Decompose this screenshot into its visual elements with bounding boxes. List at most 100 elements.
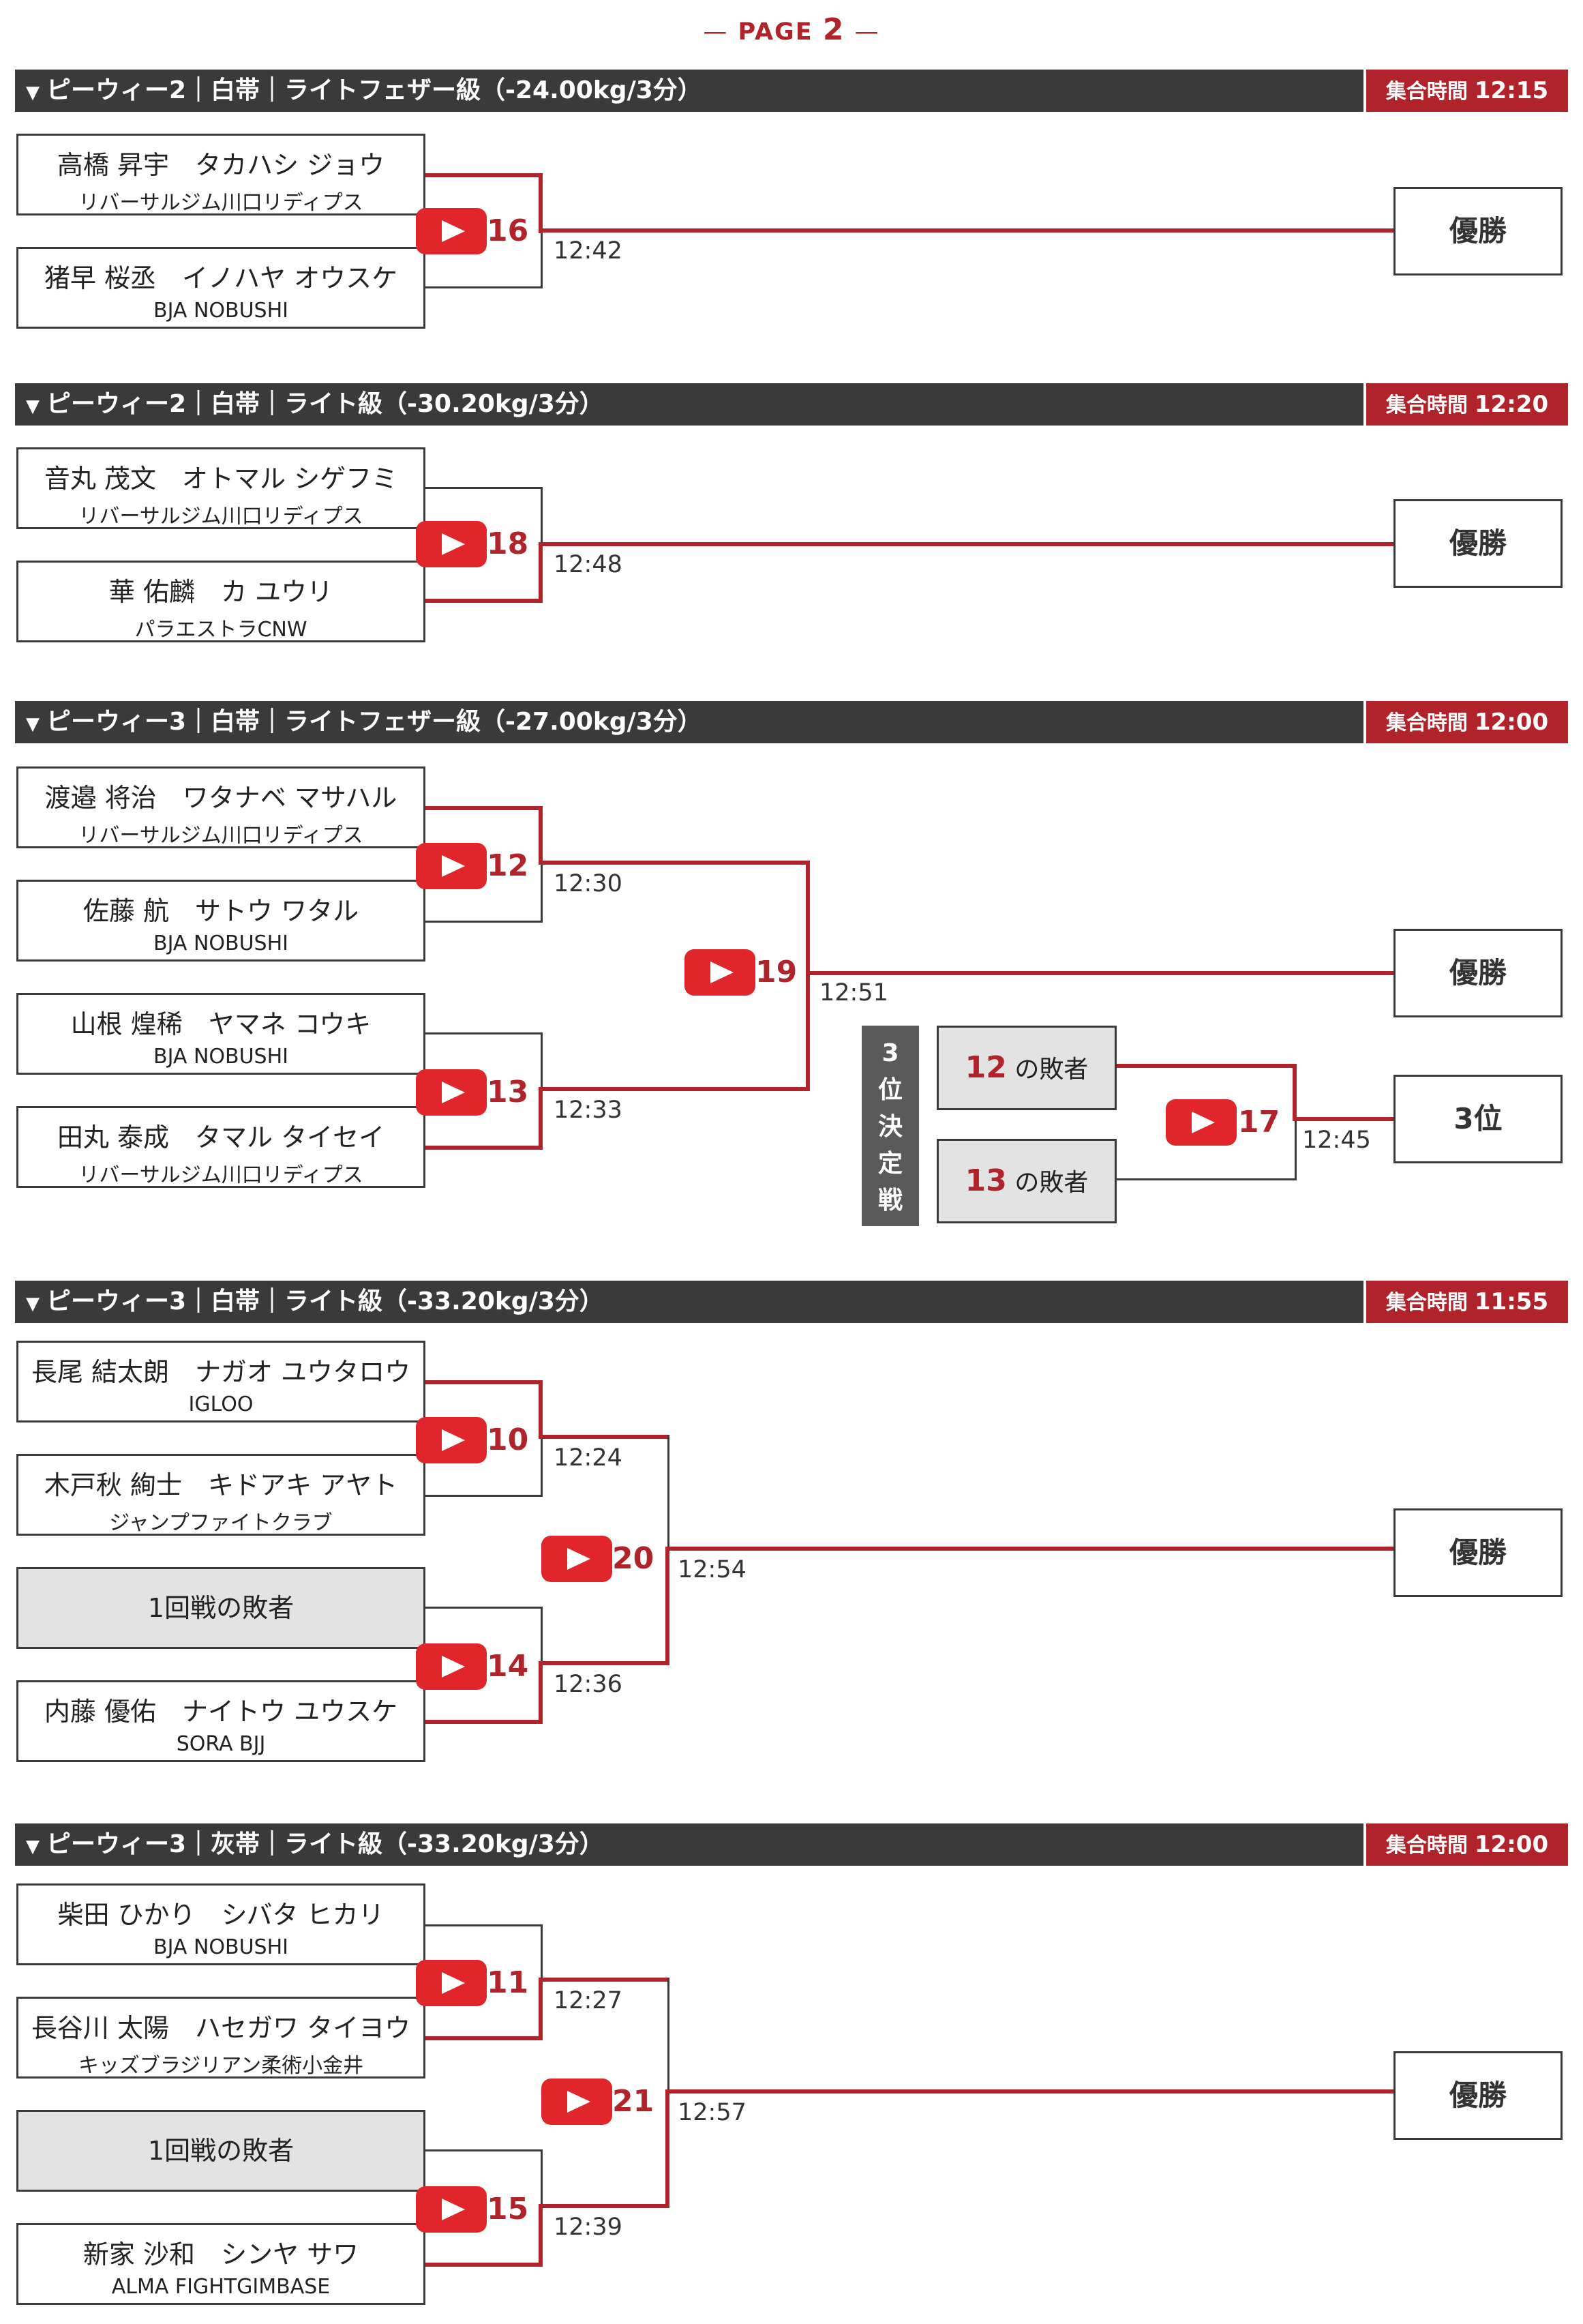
player-name: 新家 沙和 シンヤ サワ <box>82 2239 359 2269</box>
match-number: 11 <box>487 1965 529 2000</box>
player-team: BJA NOBUSHI <box>153 1045 288 1069</box>
video-play-icon[interactable] <box>416 208 487 254</box>
match-number: 12 <box>487 848 529 883</box>
player-box: 長尾 結太朗 ナガオ ユウタロウ IGLOO <box>16 1341 425 1422</box>
bracket-line <box>667 1435 669 1551</box>
section-title: ▼ピーウィー3｜白帯｜ライト級（-33.20kg/3分） <box>26 1281 604 1323</box>
player-name: 長谷川 太陽 ハセガワ タイヨウ <box>31 2013 411 2043</box>
bracket-line <box>539 1661 543 1724</box>
page-label-suffix: — <box>854 18 880 46</box>
loser-label: の敗者 <box>1006 1056 1089 1084</box>
match-number: 20 <box>612 1541 654 1576</box>
section-title: ▼ピーウィー3｜灰帯｜ライト級（-33.20kg/3分） <box>26 1823 604 1866</box>
player-box: 渡邉 将治 ワタナベ マサハル リバーサルジム川口リディプス <box>16 766 425 848</box>
video-play-icon[interactable] <box>416 1643 487 1690</box>
page-label-prefix: — <box>703 18 729 46</box>
video-play-icon[interactable] <box>416 2186 487 2233</box>
section-title: ▼ピーウィー2｜白帯｜ライト級（-30.20kg/3分） <box>26 383 604 426</box>
bracket-line <box>806 971 810 1091</box>
bracket-line <box>541 233 543 288</box>
gather-label: 集合時間 <box>1385 80 1468 104</box>
video-play-icon[interactable] <box>416 1417 487 1463</box>
section-title: ▼ ピーウィー2｜白帯｜ライトフェザー級（-24.00kg/3分） <box>26 70 702 112</box>
video-play-icon[interactable] <box>416 1960 487 2006</box>
video-play-icon[interactable] <box>416 1069 487 1116</box>
bracket-line <box>541 1032 543 1090</box>
bracket-line <box>539 1380 543 1439</box>
bracket-line <box>806 971 1393 975</box>
player-team: ALMA FIGHTGIMBASE <box>111 2275 331 2299</box>
match-time: 12:54 <box>678 1556 747 1583</box>
player-name: 高橋 昇宇 タカハシ ジョウ <box>57 150 385 180</box>
champion-box: 優勝 <box>1393 929 1563 1017</box>
player-team: リバーサルジム川口リディプス <box>78 824 363 848</box>
player-team: リバーサルジム川口リディプス <box>78 191 363 215</box>
triangle-down-icon: ▼ <box>26 396 40 417</box>
gather-label: 集合時間 <box>1385 1291 1468 1315</box>
loser-label: の敗者 <box>1006 1169 1089 1197</box>
third-place-label-char: 定 <box>877 1150 903 1178</box>
match-number: 14 <box>487 1649 529 1684</box>
champion-box: 優勝 <box>1393 499 1563 588</box>
player-team: BJA NOBUSHI <box>153 1935 288 1959</box>
video-play-icon[interactable] <box>416 843 487 889</box>
match-time: 12:33 <box>554 1097 622 1124</box>
player-name: 柴田 ひかり シバタ ヒカリ <box>57 1900 385 1930</box>
bracket-line <box>539 1978 669 1982</box>
player-name: 木戸秋 絢士 キドアキ アヤト <box>44 1470 398 1500</box>
bracket-line <box>806 861 810 975</box>
match-time: 12:27 <box>554 1987 622 2014</box>
champion-box: 優勝 <box>1393 187 1563 275</box>
player-team: リバーサルジム川口リディプス <box>78 505 363 528</box>
bracket-line <box>425 2263 543 2267</box>
triangle-down-icon: ▼ <box>26 83 40 103</box>
gather-time-value: 12:15 <box>1474 77 1549 104</box>
bracket-line <box>539 542 1393 546</box>
match-time: 12:51 <box>819 979 888 1007</box>
match-time: 12:48 <box>554 551 622 578</box>
player-box: 長谷川 太陽 ハセガワ タイヨウ キッズブラジリアン柔術小金井 <box>16 1997 425 2079</box>
bracket-line <box>665 2089 1393 2094</box>
bracket-line <box>539 228 1393 233</box>
player-team: ジャンプファイトクラブ <box>109 1511 333 1535</box>
player-team: リバーサルジム川口リディプス <box>78 1163 363 1187</box>
bracket-line <box>539 173 543 233</box>
match-time: 12:24 <box>554 1444 622 1472</box>
video-play-icon[interactable] <box>541 1536 612 1582</box>
player-name: 佐藤 航 サトウ ワタル <box>82 896 359 926</box>
video-play-icon[interactable] <box>684 949 755 996</box>
bracket-line <box>425 1607 543 1609</box>
video-play-icon[interactable] <box>416 521 487 567</box>
bracket-line <box>1295 1121 1297 1180</box>
video-play-icon[interactable] <box>541 2079 612 2125</box>
match-time: 12:36 <box>554 1671 622 1698</box>
loser-placeholder-box: 13 の敗者 <box>937 1139 1117 1223</box>
triangle-down-icon: ▼ <box>26 1836 40 1857</box>
section-title-text: ピーウィー2｜白帯｜ライトフェザー級（-24.00kg/3分） <box>46 76 702 104</box>
player-box: 柴田 ひかり シバタ ヒカリ BJA NOBUSHI <box>16 1883 425 1965</box>
bracket-line <box>541 487 543 544</box>
section-title-text: ピーウィー3｜白帯｜ライト級（-33.20kg/3分） <box>46 1287 604 1315</box>
bracket-line <box>1293 1117 1393 1121</box>
third-place-box: 3位 <box>1393 1075 1563 1163</box>
bracket-line <box>1293 1064 1297 1121</box>
player-team: SORA BJJ <box>176 1732 266 1756</box>
player-name: 猪早 桜丞 イノハヤ オウスケ <box>44 263 398 293</box>
bracket-line <box>425 1146 543 1150</box>
bracket-line <box>539 2204 669 2208</box>
match-time: 12:39 <box>554 2214 622 2241</box>
video-play-icon[interactable] <box>1166 1099 1237 1146</box>
third-place-label-char: 位 <box>877 1076 903 1104</box>
match-number: 10 <box>487 1422 529 1457</box>
champion-box: 優勝 <box>1393 1508 1563 1597</box>
player-team: パラエストラCNW <box>134 618 307 642</box>
match-time: 12:45 <box>1302 1127 1371 1154</box>
bracket-line <box>539 1087 810 1091</box>
gather-label: 集合時間 <box>1385 1834 1468 1858</box>
player-name: 渡邉 将治 ワタナベ マサハル <box>44 783 397 813</box>
